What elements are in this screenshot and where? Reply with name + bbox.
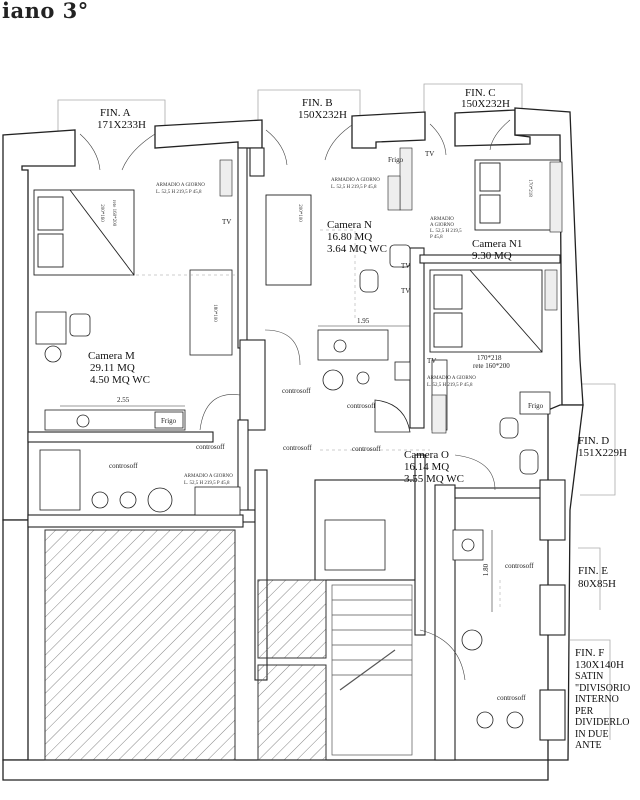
controsoff-8: controsoff [497,694,526,702]
room-n-name: Camera N [327,219,372,231]
dimension-255: 2.55 [117,396,130,404]
controsoff-6: controsoff [109,462,138,470]
room-n-area: 16.80 MQ [327,231,373,243]
armadio-n-1: ARMADIO A GIORNO [331,178,380,183]
dimension-180: 1.80 [482,563,491,577]
outer-walls [2,107,584,781]
window-b-size: 150X232H [298,109,347,121]
frigo-n: Frigo [388,156,404,164]
hatched-areas [44,529,327,761]
bed-n1-size: 170*218 [526,179,532,197]
window-d-name: FIN. D [578,435,610,447]
armadio-n1-3: L. 52,5 H 219,5 [430,229,462,234]
bed-o-rete: rete 160*200 [473,362,510,370]
bed-o-size: 170*218 [477,354,502,362]
window-f-size: 130X140H [575,659,624,671]
controsoff-1: controsoff [282,387,311,395]
window-f-note: SATIN "DIVISORIO INTERNO PER DIVIDERLO I… [575,671,631,751]
stairs [331,584,413,756]
room-n-wc: 3.64 MQ WC [327,243,387,255]
sofa-m-size: 180*100 [211,304,217,322]
room-o-name: Camera O [404,449,449,461]
room-m-area: 29.11 MQ [90,362,135,374]
room-m-name: Camera M [88,350,135,362]
tv-n-2: TV [401,287,411,295]
window-e-name: FIN. E [578,565,608,577]
window-a-name: FIN. A [100,107,131,119]
controsoff-3: controsoff [196,443,225,451]
tv-m: TV [222,218,232,226]
controsoff-2: controsoff [347,402,376,410]
armadio-o-2: L. 52,5 H 219,5 P 45,8 [427,383,473,388]
armadio-n-2: L. 52,5 H 219,5 P 45,8 [331,185,377,190]
bed-m-rete: rete 160*200 [111,199,117,227]
controsoff-4: controsoff [283,444,312,452]
armadio-n1-1: ARMADIO [430,217,454,222]
controsoff-7: controsoff [505,562,534,570]
frigo-o: Frigo [528,402,544,410]
bed-n-size: 200*100 [296,204,302,222]
armadio-n1-4: P 45,8 [430,235,443,240]
armadio-c-1: ARMADIO A GIORNO [184,474,233,479]
tv-o: TV [427,357,437,365]
inner-walls [27,147,566,761]
window-c-size: 150X232H [461,98,510,110]
armadio-m-2: L. 52,5 H 219,5 P 45,8 [156,190,202,195]
wardrobes [219,147,563,434]
bathroom-fixtures [39,329,524,729]
armadio-c-2: L. 52,5 H 219,5 P 45,8 [184,481,230,486]
room-o-area: 16.14 MQ [404,461,450,473]
doors [79,119,511,681]
dimension-195: 1.95 [357,317,370,325]
window-bays [57,83,616,740]
window-a-size: 171X233H [97,119,146,131]
window-f-name: FIN. F [575,647,605,659]
window-d-size: 151X229H [578,447,627,459]
controsoff-5: controsoff [352,445,381,453]
armadio-o-1: ARMADIO A GIORNO [427,376,476,381]
guide-lines [130,229,501,610]
armadio-m-1: ARMADIO A GIORNO [156,183,205,188]
room-m-wc: 4.50 MQ WC [90,374,150,386]
room-o-wc: 3.55 MQ WC [404,473,464,485]
window-c-name: FIN. C [465,87,496,99]
room-n1-name: Camera N1 [472,238,523,250]
frigo-m: Frigo [161,417,177,425]
beds [33,159,561,353]
window-e-size: 80X85H [578,578,616,590]
bed-m-size: 200*160 [98,204,104,222]
dimension-lines [60,325,493,612]
window-b-name: FIN. B [302,97,333,109]
tv-n1: TV [425,150,435,158]
plan-title: iano 3° [2,0,89,23]
armadio-n1-2: A GIORNO [430,223,455,228]
tv-n-1: TV [401,262,411,270]
room-n1-area: 9.30 MQ [472,250,512,262]
